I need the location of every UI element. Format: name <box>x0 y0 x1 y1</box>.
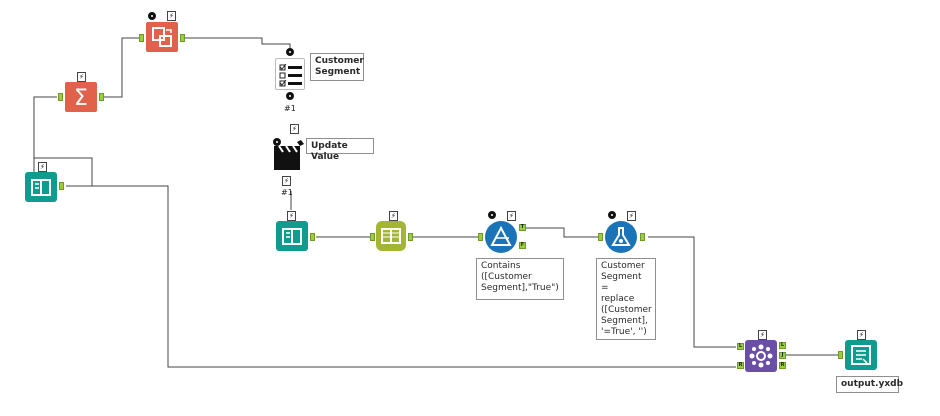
join-tool[interactable] <box>745 340 777 372</box>
tool-annotation: output.yxdb <box>836 376 903 393</box>
columns-icon <box>381 228 401 244</box>
output-data-tool[interactable] <box>845 340 877 370</box>
wire-summarize-to-crosstab <box>104 37 139 98</box>
crosstab-icon <box>152 27 172 47</box>
gear-icon <box>273 138 281 146</box>
filter-triangle-icon <box>490 225 512 246</box>
output-anchor[interactable] <box>99 93 104 101</box>
list-box-tool[interactable] <box>275 58 305 90</box>
tool-annotation: Customer Segment = replace ([Customer Se… <box>596 258 656 340</box>
wire-input-to-summarize <box>33 96 57 172</box>
join-output-anchor[interactable]: J <box>779 352 786 359</box>
output-anchor[interactable] <box>640 233 645 241</box>
action-tool[interactable] <box>274 140 304 172</box>
input-anchor[interactable] <box>478 233 483 241</box>
gear-icon <box>286 48 294 56</box>
gear-icon <box>148 12 156 20</box>
tool-annotation: Update Value <box>306 138 374 162</box>
run-indicator: ⚡ <box>389 211 398 221</box>
wire-input-branch <box>34 157 93 186</box>
input-anchor[interactable] <box>139 34 144 42</box>
run-indicator: ⚡ <box>282 176 291 186</box>
true-anchor[interactable]: T <box>519 224 526 231</box>
left-input-anchor[interactable]: L <box>737 343 744 350</box>
sigma-icon: Σ <box>74 86 88 111</box>
run-indicator: ⚡ <box>38 162 47 172</box>
input-anchor[interactable] <box>370 233 375 241</box>
crosstab-tool[interactable] <box>146 22 178 52</box>
input-data-tool-2[interactable] <box>276 221 308 251</box>
run-indicator: ⚡ <box>287 211 296 221</box>
gear-icon <box>488 211 496 219</box>
tool-annotation: Customer Segment <box>310 53 364 81</box>
book-icon <box>31 179 51 196</box>
wire-input-to-join <box>66 185 736 368</box>
output-anchor[interactable] <box>59 182 64 190</box>
input-anchor[interactable] <box>838 351 843 359</box>
input-anchor[interactable] <box>598 233 603 241</box>
gear-icon <box>608 211 616 219</box>
false-anchor[interactable]: F <box>519 242 526 249</box>
book-icon <box>282 228 302 245</box>
output-document-icon <box>851 345 871 365</box>
output-anchor[interactable] <box>180 34 185 42</box>
filter-tool[interactable] <box>485 221 517 253</box>
summarize-tool[interactable]: Σ <box>65 82 97 112</box>
run-indicator: ⚡ <box>758 330 767 340</box>
formula-tool[interactable] <box>605 221 637 253</box>
right-input-anchor[interactable]: R <box>737 362 744 369</box>
run-indicator: ⚡ <box>507 211 516 221</box>
connection-count-label: #1 <box>281 188 293 197</box>
wire-filter-to-formula <box>524 227 602 238</box>
checklist-icon <box>279 63 302 87</box>
clapperboard-icon <box>274 140 304 170</box>
output-anchor[interactable] <box>408 233 413 241</box>
run-indicator: ⚡ <box>290 124 299 134</box>
svg-text:Σ: Σ <box>74 86 88 111</box>
flask-icon <box>611 227 631 246</box>
right-output-anchor[interactable]: R <box>779 362 786 369</box>
output-anchor[interactable] <box>310 233 315 241</box>
wire-crosstab-to-controlparam <box>183 37 291 50</box>
join-icon <box>749 344 773 368</box>
text-to-columns-tool[interactable] <box>376 221 406 251</box>
run-indicator: ⚡ <box>857 330 866 340</box>
input-anchor[interactable] <box>58 93 63 101</box>
gear-icon <box>286 92 294 100</box>
connection-count-label: #1 <box>284 104 296 113</box>
wire-formula-to-join <box>648 236 736 348</box>
input-data-tool-1[interactable] <box>25 172 57 202</box>
run-indicator: ⚡ <box>167 11 176 21</box>
left-output-anchor[interactable]: L <box>779 342 786 349</box>
tool-annotation: Contains ([Customer Segment],"True") <box>476 258 564 300</box>
run-indicator: ⚡ <box>77 72 86 82</box>
run-indicator: ⚡ <box>627 211 636 221</box>
